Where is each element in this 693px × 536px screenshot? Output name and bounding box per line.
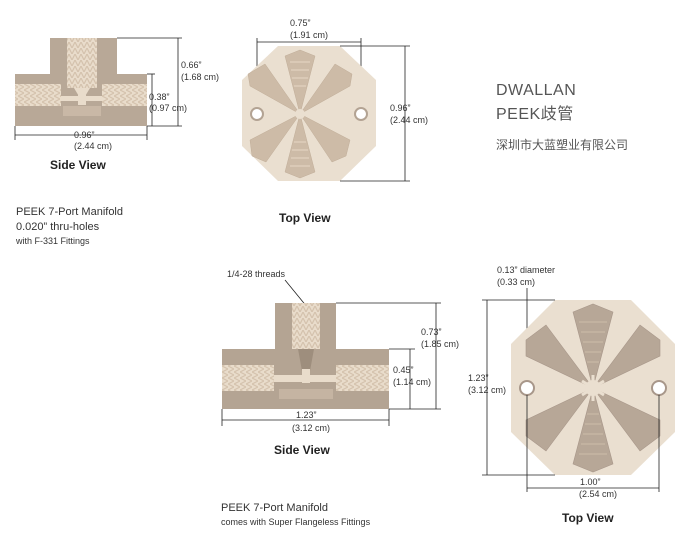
small-side-right-port (102, 84, 147, 106)
small-caption-line1: PEEK 7-Port Manifold (16, 206, 123, 218)
large-top-diameter-metric: (3.12 cm) (468, 385, 506, 395)
large-side-height-metric: (1.85 cm) (421, 339, 459, 349)
large-top-diameter: 1.23” (468, 373, 489, 383)
small-top-right-hole (354, 107, 368, 121)
large-side-body-height: 0.45” (393, 365, 414, 375)
small-caption: PEEK 7-Port Manifold 0.020” thru-holes w… (15, 206, 123, 246)
large-side-thread-callout: 1/4-28 threads (227, 269, 286, 279)
large-side-width: 1.23” (296, 410, 317, 420)
small-side-width: 0.96” (74, 130, 95, 140)
small-side-label: Side View (50, 158, 106, 172)
small-top-diameter-metric: (2.44 cm) (390, 115, 428, 125)
large-top-bolt-spacing: 1.00” (580, 477, 601, 487)
large-top-right-hole (651, 380, 667, 396)
small-side-height: 0.66” (181, 60, 202, 70)
small-caption-line3: with F-331 Fittings (15, 236, 90, 246)
large-top-label: Top View (562, 511, 614, 525)
large-side-top-port (292, 303, 320, 349)
small-side-body-height: 0.38” (149, 92, 170, 102)
small-side-left-port (15, 84, 61, 106)
small-side-height-metric: (1.68 cm) (181, 72, 219, 82)
large-side-left-port (222, 365, 274, 391)
large-side-height: 0.73” (421, 327, 442, 337)
brand-product: PEEK歧管 (496, 105, 574, 123)
small-top-label: Top View (279, 211, 331, 225)
small-side-width-metric: (2.44 cm) (74, 141, 112, 151)
small-top-bolt-spacing-metric: (1.91 cm) (290, 30, 328, 40)
large-side-label: Side View (274, 443, 330, 457)
small-side-top-port (67, 38, 97, 88)
large-top-hole-diameter: 0.13” diameter (497, 265, 555, 275)
small-side-view: 0.66” (1.68 cm) 0.38” (0.97 cm) 0.96” (2… (14, 37, 219, 172)
large-side-width-metric: (3.12 cm) (292, 423, 330, 433)
large-top-hole-diameter-metric: (0.33 cm) (497, 277, 535, 287)
large-side-view: 1/4-28 threads 0.73” (1.85 cm) 0.45” (1.… (221, 269, 459, 457)
large-top-view: 0.13” diameter (0.33 cm) (468, 265, 675, 525)
large-top-left-hole (519, 380, 535, 396)
large-side-right-port (336, 365, 389, 391)
small-top-diameter: 0.96” (390, 103, 411, 113)
small-top-left-hole (250, 107, 264, 121)
large-side-body-height-metric: (1.14 cm) (393, 377, 431, 387)
large-caption-line2: comes with Super Flangeless Fittings (221, 517, 371, 527)
small-side-body-height-metric: (0.97 cm) (149, 103, 187, 113)
large-caption-line1: PEEK 7-Port Manifold (221, 502, 328, 514)
small-top-view: 0.75” (1.91 cm) 0.96” (2.44 cm) (242, 18, 428, 225)
small-top-bolt-spacing: 0.75” (290, 18, 311, 28)
brand-company: 深圳市大蓝塑业有限公司 (496, 137, 628, 152)
brand-name: DWALLAN (496, 82, 576, 99)
large-caption: PEEK 7-Port Manifold comes with Super Fl… (221, 502, 371, 527)
large-top-bolt-spacing-metric: (2.54 cm) (579, 489, 617, 499)
small-caption-line2: 0.020” thru-holes (16, 221, 100, 233)
brand-block: DWALLAN PEEK歧管 深圳市大蓝塑业有限公司 (496, 82, 628, 152)
